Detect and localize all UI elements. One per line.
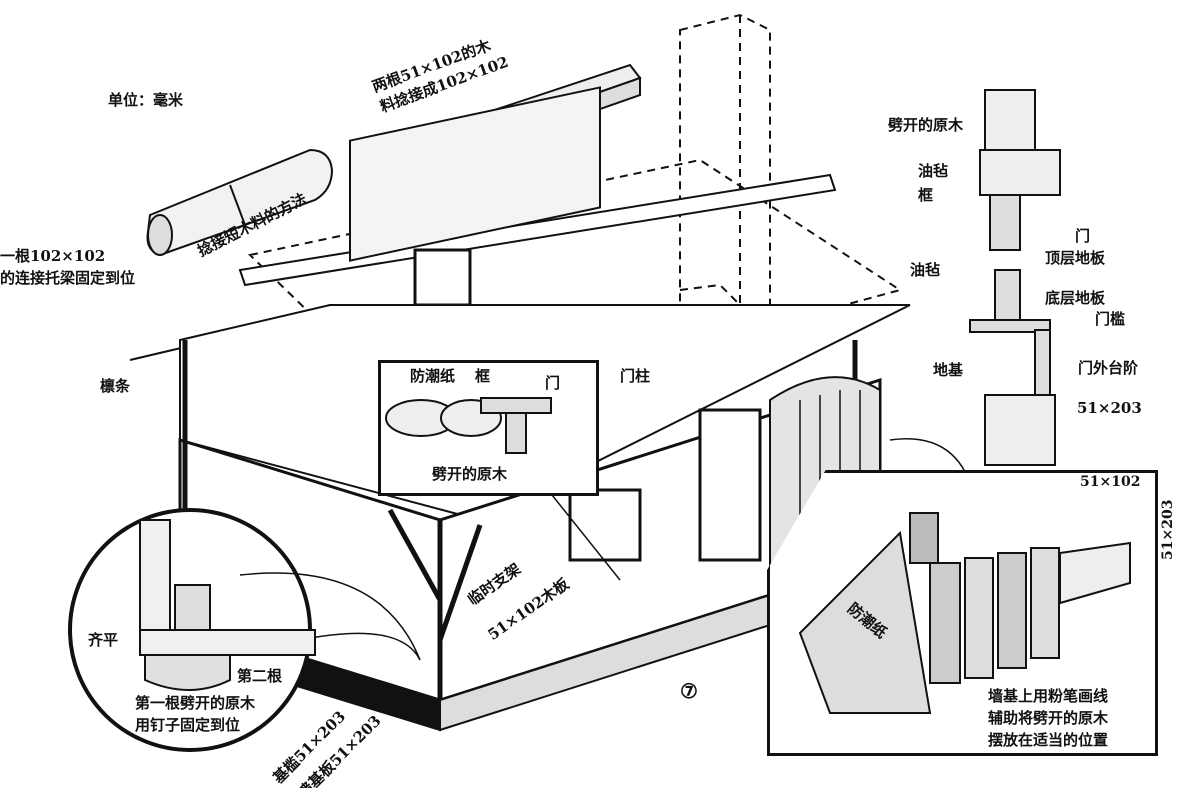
wall-note-3: 摆放在适当的位置	[988, 731, 1109, 749]
flush-label: 齐平	[88, 631, 119, 649]
section-dim-label: 51×203	[1077, 399, 1142, 417]
window-frame	[568, 488, 642, 562]
wall-note-1: 墙基上用粉笔画线	[988, 687, 1109, 705]
joist-label-2: 的连接托梁固定到位	[0, 269, 136, 287]
wall-dim-label-1: 51×102	[1080, 474, 1141, 490]
section-top-floor-label: 顶层地板	[1045, 249, 1106, 267]
wall-note-2: 辅助将劈开的原木	[988, 709, 1109, 727]
section-felt-label-1: 油毡	[918, 162, 949, 180]
section-outside-step-label: 门外台阶	[1078, 359, 1139, 377]
section-frame-label: 框	[918, 186, 934, 204]
door-detail-inset	[378, 360, 599, 496]
log-splice-illustration	[146, 148, 334, 257]
moisture-paper-label: 防潮纸	[410, 367, 456, 385]
purlin-label: 檩条	[100, 377, 131, 395]
back-wall	[349, 86, 601, 262]
frame-label: 框	[475, 367, 491, 385]
door-label: 门	[545, 374, 561, 392]
first-log-label-2: 用钉子固定到位	[135, 716, 241, 734]
section-bottom-floor-label: 底层地板	[1045, 289, 1106, 307]
section-door-label: 门	[1075, 227, 1091, 245]
section-foundation-label: 地基	[933, 361, 964, 379]
wall-detail-inset	[767, 470, 1158, 756]
section-threshold-label: 门槛	[1095, 310, 1126, 328]
unit-label: 单位：毫米	[108, 91, 184, 109]
wall-dim-label-2: 51×203	[1160, 499, 1176, 560]
door-section-drawing	[969, 89, 1061, 466]
second-log-label: 第二根	[237, 667, 283, 685]
first-log-label-1: 第一根劈开的原木	[135, 694, 256, 712]
section-split-log-label: 劈开的原木	[888, 116, 964, 134]
joist-label-1: 一根102×102	[0, 247, 106, 265]
split-log-label: 劈开的原木	[432, 465, 508, 483]
door-post-label: 门柱	[620, 367, 651, 385]
ridge-beam	[238, 173, 837, 287]
section-felt-label-2: 油毡	[910, 261, 941, 279]
window	[413, 248, 472, 307]
figure-number: ⑦	[680, 679, 698, 703]
door-frame	[698, 408, 762, 562]
